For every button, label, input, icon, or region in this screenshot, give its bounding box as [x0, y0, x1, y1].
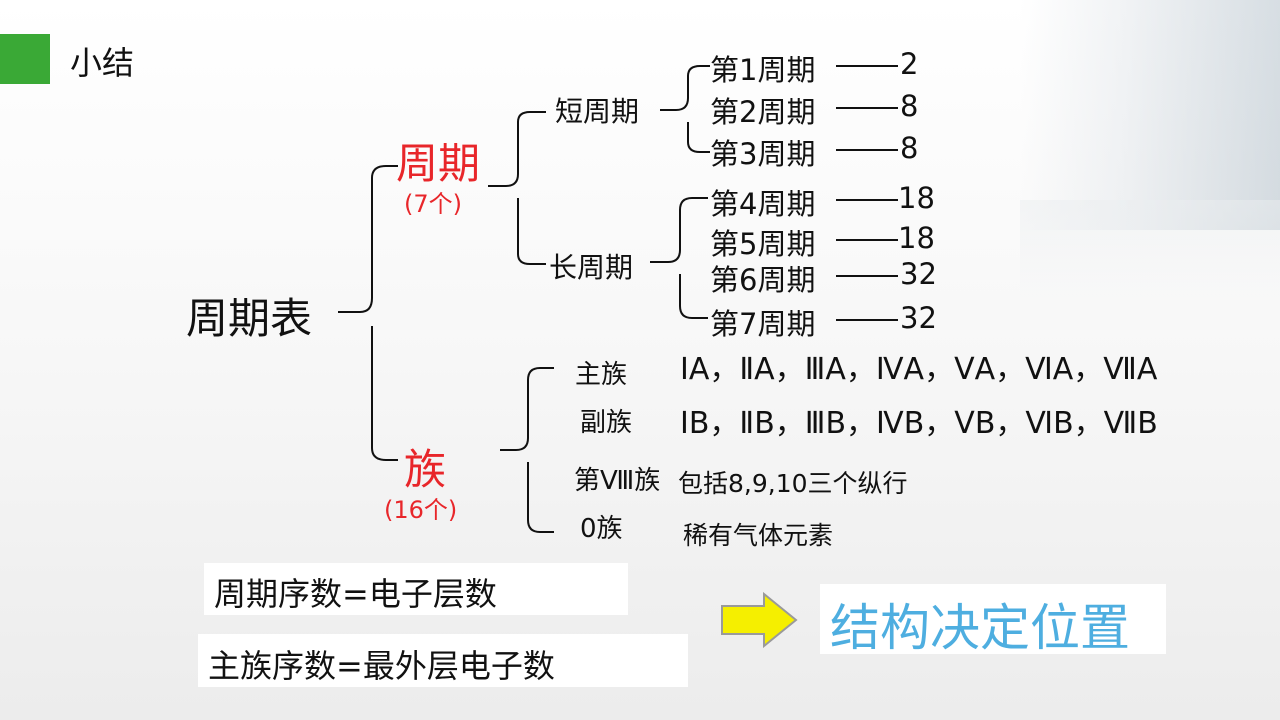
period-row-value: 18 [898, 221, 935, 255]
root-bracket [338, 165, 398, 461]
root-node: 周期表 [186, 294, 313, 343]
group-branch-label: 族 [404, 445, 447, 494]
period-dashes [836, 65, 898, 321]
group-row-value: ⅠA，ⅡA，ⅢA，ⅣA，ⅤA，ⅥA，ⅦA [680, 352, 1158, 387]
period-row-value: 2 [900, 47, 919, 81]
group-bracket [500, 367, 554, 533]
group-row-label: 副族 [580, 408, 633, 438]
group-row-value: 稀有气体元素 [683, 521, 834, 550]
long-period-label: 长周期 [549, 251, 634, 284]
period-row-label: 第3周期 [710, 137, 816, 171]
rule-text-1: 周期序数=电子层数 [214, 575, 497, 613]
period-row-value: 18 [898, 181, 935, 215]
period-branch-label: 周期 [396, 139, 481, 188]
group-row-label: 第Ⅷ族 [574, 466, 661, 496]
period-bracket [488, 111, 546, 265]
title-accent-bar [0, 34, 50, 84]
long-period-bracket [650, 197, 708, 319]
group-row-label: 0族 [580, 514, 623, 544]
period-branch-count: (7个) [404, 190, 462, 218]
decorative-lab-image [1020, 0, 1280, 230]
rule-box-2: 主族序数=最外层电子数 [198, 634, 688, 687]
rule-box-1: 周期序数=电子层数 [204, 563, 628, 615]
period-row-label: 第7周期 [710, 307, 816, 341]
group-branch-count: (16个) [384, 496, 458, 524]
period-row-label: 第1周期 [710, 53, 816, 87]
slide-title: 小结 [70, 44, 135, 82]
decorative-image-fade [1020, 200, 1280, 310]
conclusion-text: 结构决定位置 [830, 599, 1130, 657]
rule-text-2: 主族序数=最外层电子数 [208, 647, 555, 685]
period-row-value: 32 [900, 301, 937, 335]
period-row-label: 第4周期 [710, 187, 816, 221]
period-row-value: 8 [900, 89, 919, 123]
period-row-value: 32 [900, 257, 937, 291]
period-row-label: 第2周期 [710, 95, 816, 129]
period-row-label: 第6周期 [710, 263, 816, 297]
period-row-value: 8 [900, 131, 919, 165]
short-period-label: 短周期 [555, 95, 640, 128]
group-row-value: 包括8,9,10三个纵行 [678, 469, 908, 498]
conclusion-box: 结构决定位置 [820, 584, 1166, 657]
right-arrow-icon [721, 592, 798, 648]
group-row-value: ⅠB，ⅡB，ⅢB，ⅣB，ⅤB，ⅥB，ⅦB [680, 406, 1158, 441]
short-period-bracket [660, 65, 710, 153]
group-row-label: 主族 [575, 360, 628, 390]
period-row-label: 第5周期 [710, 227, 816, 261]
